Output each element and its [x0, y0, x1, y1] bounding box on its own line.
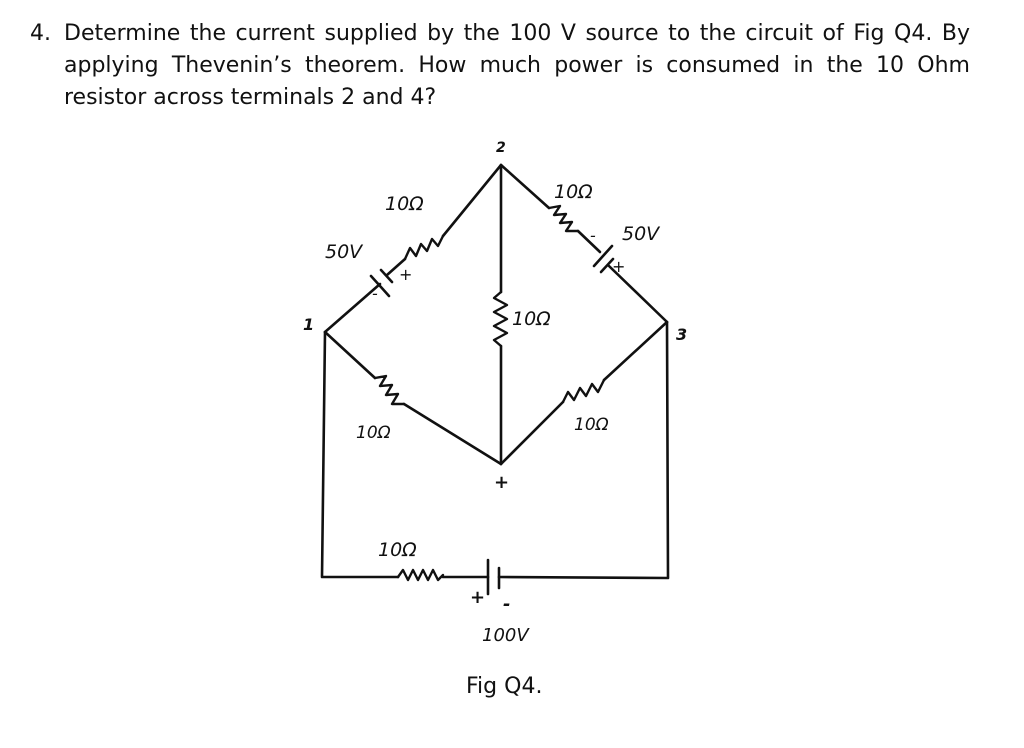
label-r14: 10Ω: [356, 423, 391, 443]
resistor-r24-zigzag: [492, 290, 509, 348]
wire-50v-left-to-r12: [385, 257, 407, 277]
label-v-left: 50V: [325, 241, 364, 263]
label-r12: 10Ω: [385, 193, 424, 215]
branch-2-3: [499, 163, 669, 324]
wire-node2-to-r23: [499, 163, 551, 210]
battery-right-long-plate: [592, 244, 614, 268]
wire-r23-to-50v-right: [576, 229, 602, 254]
figure-caption: Fig Q4.: [466, 674, 543, 699]
wire-battery-to-right: [497, 320, 670, 580]
wire-node1-down: [320, 330, 400, 579]
polarity-left-minus: -: [372, 284, 378, 303]
question: 4. Determine the current supplied by the…: [30, 18, 970, 114]
polarity-bottom-minus: -: [503, 594, 510, 615]
node-2-label: 2: [496, 140, 506, 156]
polarity-left-plus: +: [399, 265, 412, 284]
wire-r34-to-node3: [602, 320, 669, 382]
question-text: Determine the current supplied by the 10…: [64, 21, 970, 110]
node-1-label: 1: [303, 315, 314, 334]
label-r24: 10Ω: [512, 308, 551, 330]
battery-right-short-plate: [599, 257, 615, 274]
label-v-bottom: 100V: [482, 625, 530, 646]
label-v-right: 50V: [622, 223, 661, 245]
node-4-label: +: [494, 472, 509, 493]
resistor-r34-zigzag: [561, 378, 606, 404]
label-r-bottom: 10Ω: [378, 539, 417, 561]
label-r34: 10Ω: [574, 415, 609, 435]
question-number: 4.: [30, 21, 51, 46]
branch-3-4: [499, 320, 669, 466]
outer-loop: [320, 320, 670, 596]
polarity-bottom-plus: +: [470, 587, 485, 608]
wire-node4-to-r34: [499, 400, 565, 466]
resistor-r23-zigzag: [547, 204, 580, 233]
battery-left-long-plate: [369, 274, 391, 298]
branch-2-4: [492, 163, 509, 466]
branch-1-2: [323, 163, 503, 334]
wire-node1-to-r14: [323, 330, 377, 380]
node-3-label: 3: [676, 325, 687, 344]
wire-r14-to-node4: [402, 402, 503, 466]
wire-1-to-50v-left: [323, 282, 382, 334]
polarity-right-plus: +: [612, 257, 625, 276]
branch-1-4: [323, 330, 503, 466]
label-r23: 10Ω: [554, 181, 593, 203]
polarity-right-minus: -: [590, 226, 596, 245]
wire-r12-to-node2: [441, 163, 503, 238]
resistor-bottom-zigzag: [396, 568, 445, 582]
resistor-r14-zigzag: [373, 374, 406, 406]
wire-50v-right-to-node3: [607, 264, 669, 324]
resistor-r12-zigzag: [403, 234, 445, 261]
